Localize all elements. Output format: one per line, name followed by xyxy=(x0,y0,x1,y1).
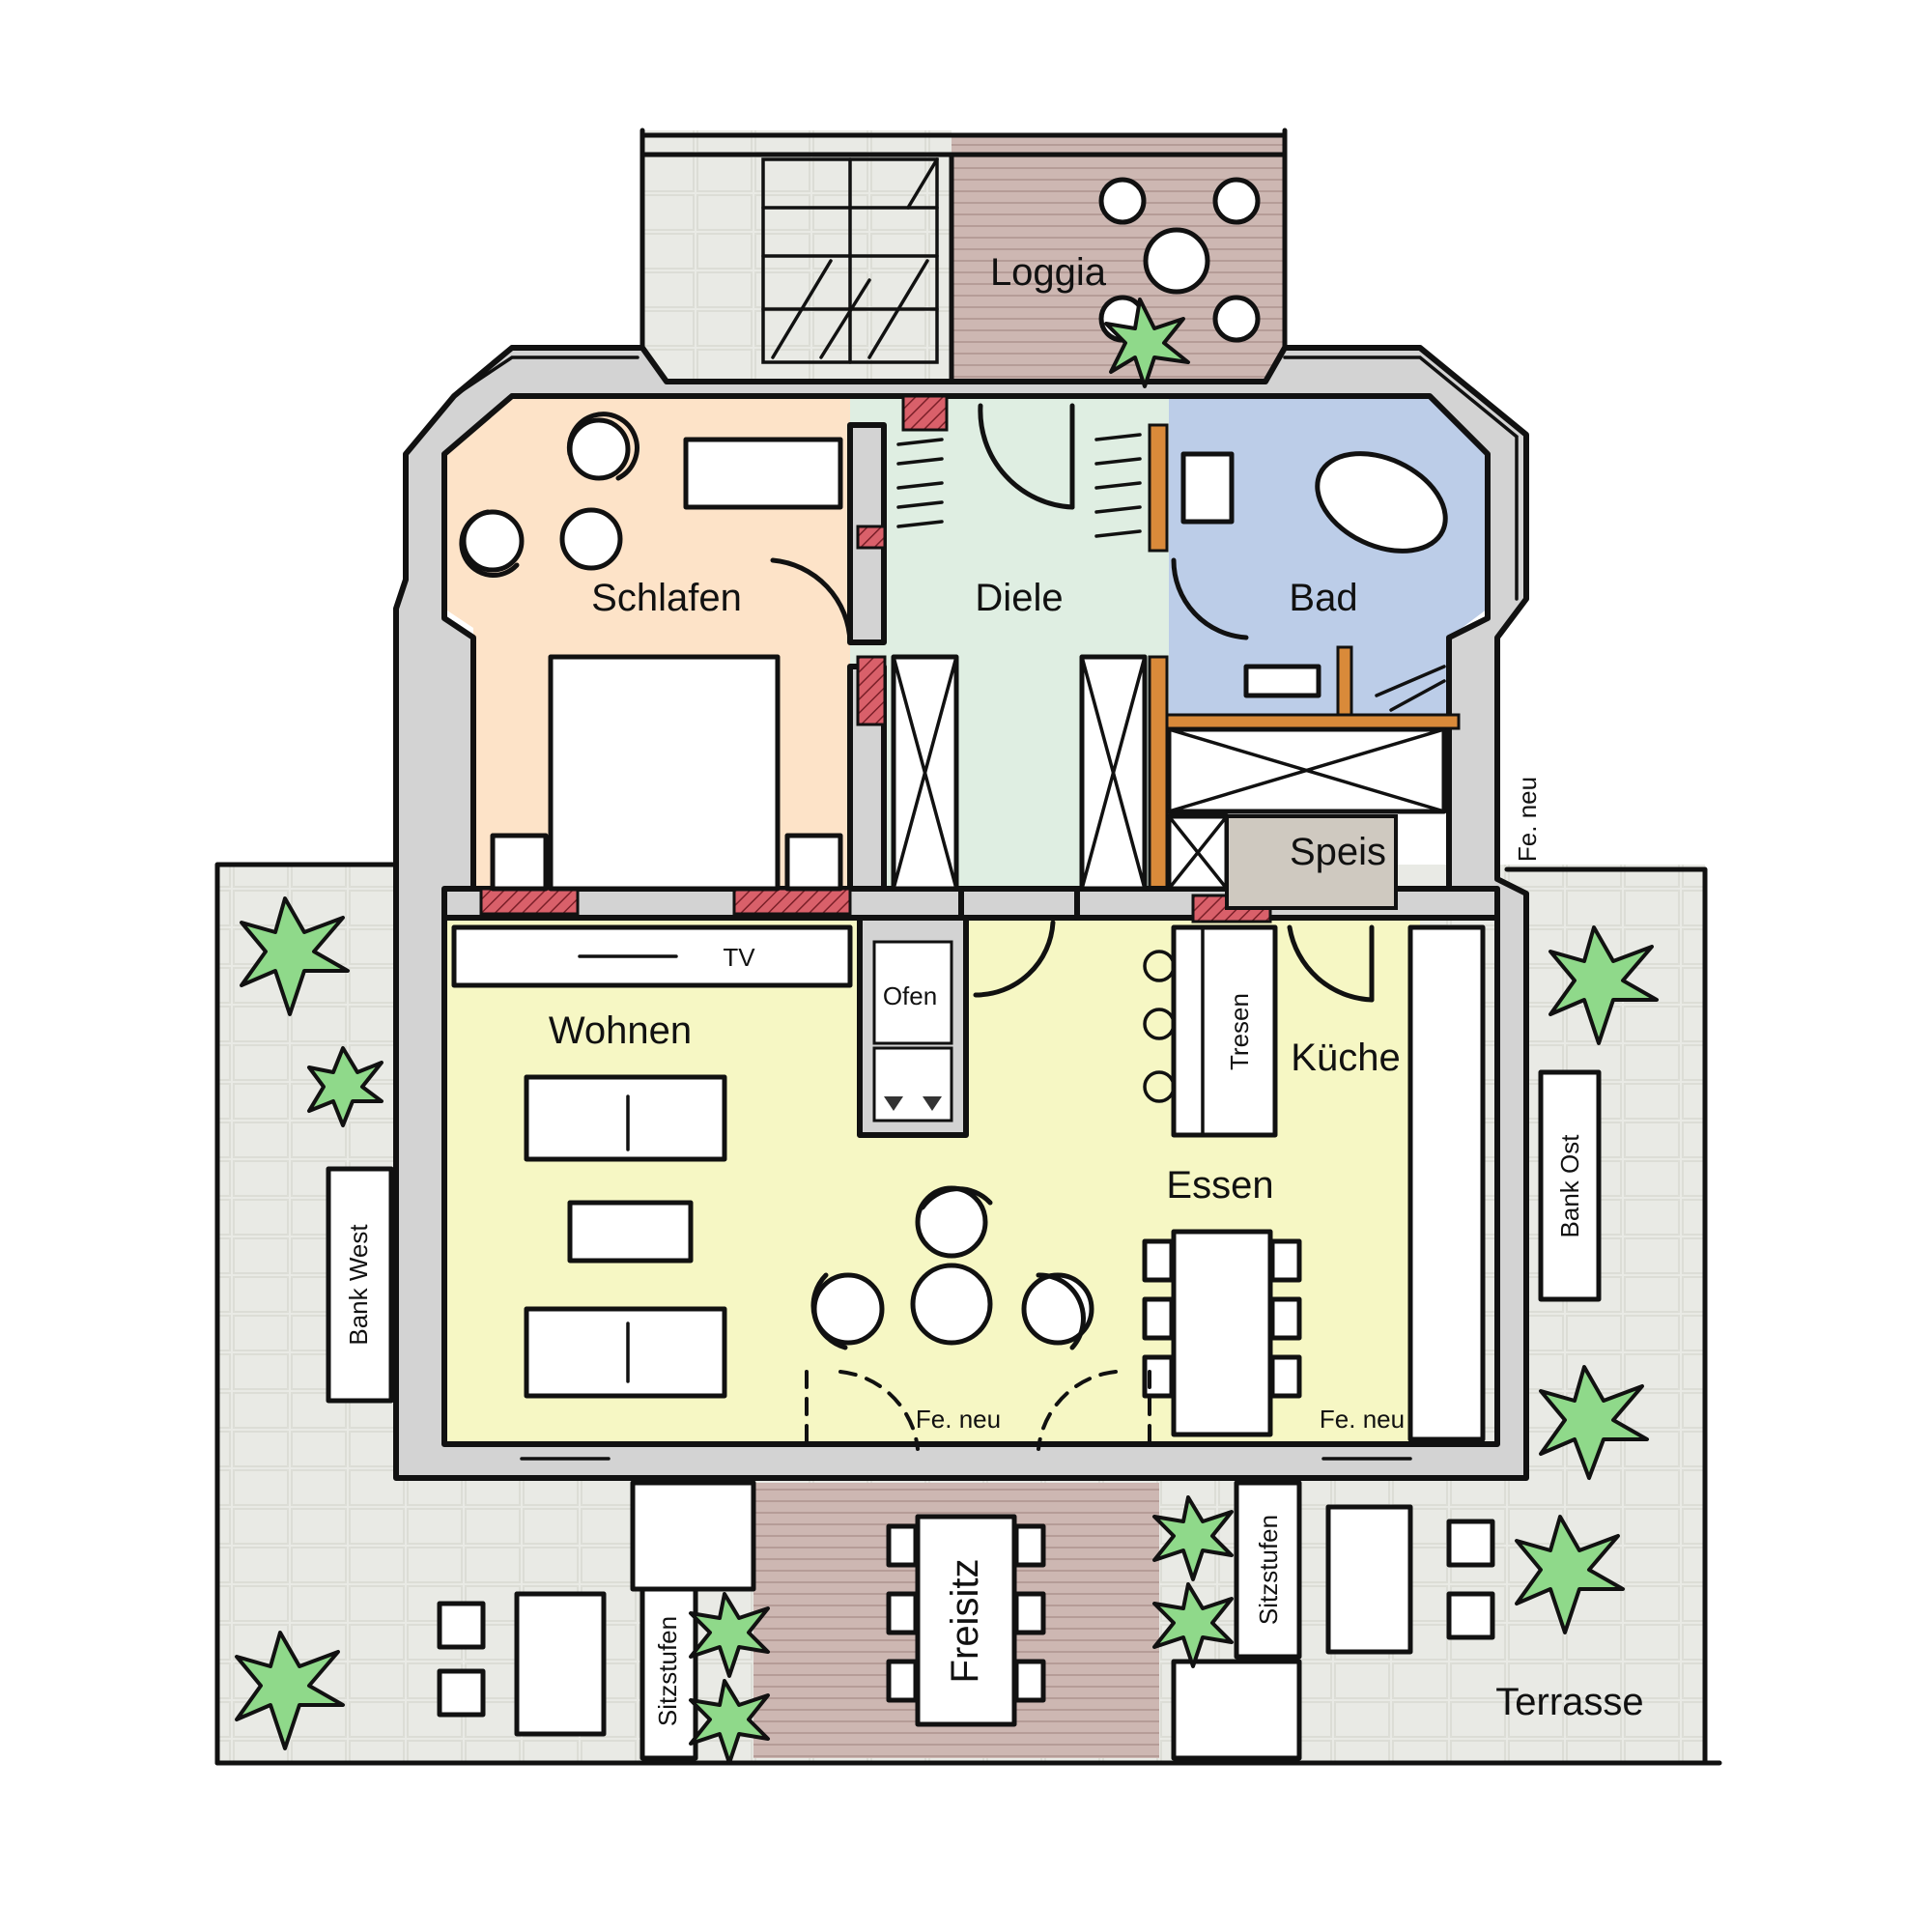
room-labels: Loggia Schlafen Diele Bad Speis Wohnen K… xyxy=(549,251,1644,1723)
south-windows xyxy=(520,1370,1412,1461)
room-label-bad: Bad xyxy=(1289,577,1357,619)
storage-fixtures xyxy=(1166,726,1447,910)
room-label-speis: Speis xyxy=(1290,831,1386,873)
bank-west-label: Bank West xyxy=(344,1224,373,1346)
fenster-neu-right-label: Fe. neu xyxy=(1320,1405,1405,1434)
room-label-wohnen: Wohnen xyxy=(549,1009,692,1052)
room-label-loggia: Loggia xyxy=(990,251,1107,294)
room-label-terrasse: Terrasse xyxy=(1495,1681,1643,1723)
wohnen-furniture xyxy=(451,924,853,1399)
room-label-kueche: Küche xyxy=(1291,1037,1400,1079)
sitzstufen-left-label: Sitzstufen xyxy=(653,1616,682,1726)
schlafen-furniture xyxy=(459,412,853,892)
fenster-neu-east-label: Fe. neu xyxy=(1513,777,1542,862)
tv-label: TV xyxy=(723,943,755,972)
note-labels: Fe. neu Fe. neu Fe. neu xyxy=(916,777,1542,1434)
essen-furniture xyxy=(810,1185,1302,1437)
room-label-diele: Diele xyxy=(975,577,1063,619)
bank-ost-label: Bank Ost xyxy=(1555,1134,1584,1238)
room-label-schlafen: Schlafen xyxy=(591,577,742,619)
tresen-label: Tresen xyxy=(1225,993,1254,1070)
bad-furniture xyxy=(1171,451,1448,712)
plants xyxy=(235,298,1659,1765)
sitzstufen-right-label: Sitzstufen xyxy=(1254,1515,1283,1625)
outdoor-furniture xyxy=(326,1069,1602,1761)
fenster-neu-center-label: Fe. neu xyxy=(916,1405,1001,1434)
kueche-furniture xyxy=(1143,924,1486,1442)
room-label-essen: Essen xyxy=(1166,1164,1273,1207)
room-label-freisitz: Freisitz xyxy=(944,1559,986,1684)
fixture-labels: TV Ofen Tresen Bank West Bank Ost Sitzst… xyxy=(344,943,1584,1726)
ofen-label: Ofen xyxy=(883,981,937,1010)
diele-furniture xyxy=(891,403,1148,998)
loggia-area xyxy=(639,128,1288,399)
